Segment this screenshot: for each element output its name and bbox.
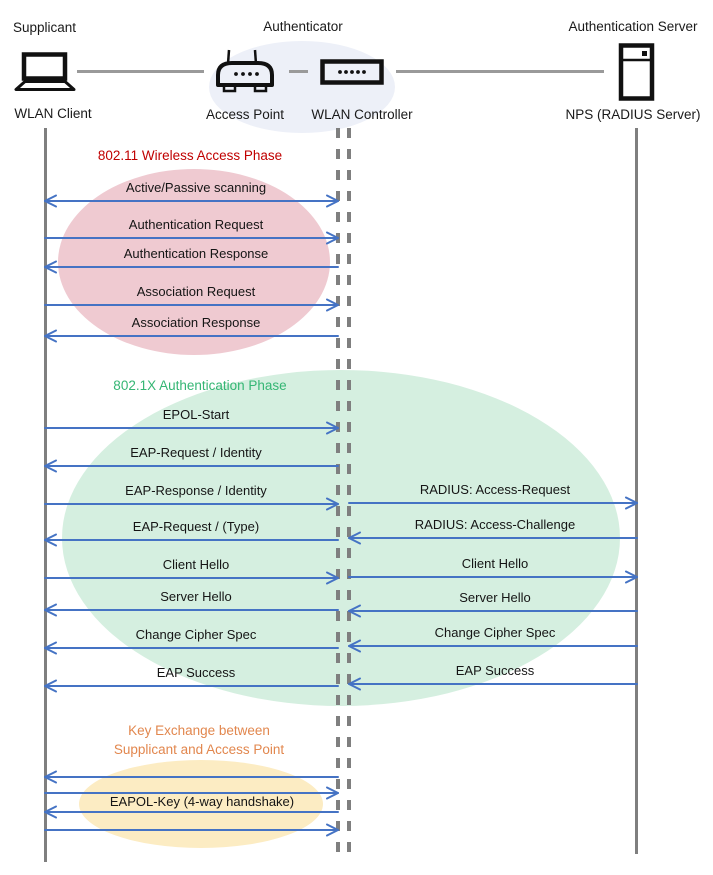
- message-arrow: [44, 260, 339, 274]
- server-icon: [618, 43, 656, 106]
- message-arrow: [44, 459, 339, 473]
- message-arrow: [44, 770, 339, 784]
- access-point-icon: [213, 48, 277, 99]
- message-arrow: [348, 496, 638, 510]
- role-label-authentication-server: Authentication Server: [568, 19, 698, 34]
- node-label-access-point: Access Point: [205, 107, 285, 122]
- node-label-wlan-client: WLAN Client: [14, 106, 92, 121]
- message-arrow: [44, 421, 339, 435]
- node-label-wlan-controller: WLAN Controller: [311, 107, 413, 122]
- message-arrow: [44, 823, 339, 837]
- message-arrow: [44, 641, 339, 655]
- message-arrow: [44, 533, 339, 547]
- message-arrow: [44, 231, 339, 245]
- connector-controller-server: [396, 70, 604, 73]
- message-arrow: [44, 298, 339, 312]
- message-arrow: [348, 570, 638, 584]
- message-arrow: [348, 531, 638, 545]
- message-arrow: [348, 639, 638, 653]
- lifeline-wlan-client: [44, 128, 47, 862]
- message-arrow: [348, 604, 638, 618]
- message-arrow: [44, 679, 339, 693]
- lifeline-nps-server: [635, 128, 638, 854]
- wlan-controller-icon: [320, 59, 384, 90]
- connector-client-ap: [77, 70, 204, 73]
- role-label-authenticator: Authenticator: [263, 19, 343, 34]
- message-arrow: [44, 497, 339, 511]
- message-arrow: [44, 329, 339, 343]
- message-arrow: [44, 194, 339, 208]
- message-arrow: [348, 677, 638, 691]
- message-arrow: [44, 786, 339, 800]
- connector-ap-controller: [289, 70, 308, 73]
- message-arrow: [44, 603, 339, 617]
- laptop-icon: [13, 52, 77, 97]
- node-label-nps-radius-server: NPS (RADIUS Server): [565, 107, 701, 122]
- message-arrow: [44, 571, 339, 585]
- message-arrow: [44, 805, 339, 819]
- role-label-supplicant: Supplicant: [13, 20, 77, 35]
